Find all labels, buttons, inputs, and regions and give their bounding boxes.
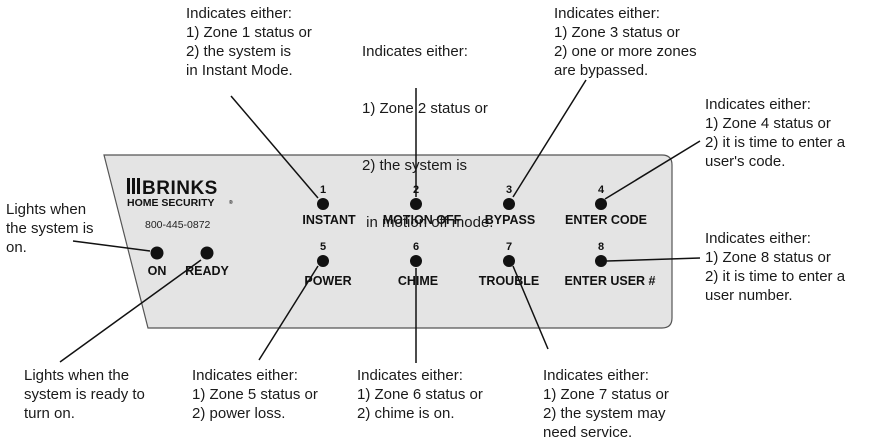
callout-zone-2: Indicates either: 1) Zone 2 status or 2)… xyxy=(362,43,494,231)
callout-zone-3: Indicates either: 1) Zone 3 status or 2)… xyxy=(554,5,697,79)
callout-zone-8: Indicates either: 1) Zone 8 status or 2)… xyxy=(705,230,846,304)
on-light xyxy=(150,246,164,260)
zone-3-number: 3 xyxy=(506,184,512,196)
zone-8-light xyxy=(595,255,607,267)
zone-8-number: 8 xyxy=(598,241,604,253)
callout-ready-light: Lights when the system is ready to turn … xyxy=(24,367,145,422)
zone-4-label: ENTER CODE xyxy=(565,213,647,227)
leader-zone-7 xyxy=(512,265,549,350)
leader-zone-4 xyxy=(604,140,701,200)
zone-3-label: BYPASS xyxy=(485,213,535,227)
zone-6-label: CHIME xyxy=(398,274,438,288)
leader-lines xyxy=(59,79,701,363)
zone-6-number: 6 xyxy=(413,241,419,253)
leader-zone-8 xyxy=(606,257,701,262)
zone-5-light xyxy=(317,255,329,267)
leader-zone-1 xyxy=(230,95,319,199)
callout-zone-7: Indicates either: 1) Zone 7 status or 2)… xyxy=(543,367,669,441)
support-phone: 800-445-0872 xyxy=(145,219,211,231)
zone-3-light xyxy=(503,198,515,210)
callout-zone-6: Indicates either: 1) Zone 6 status or 2)… xyxy=(357,367,483,422)
zone-5-number: 5 xyxy=(320,241,326,253)
keypad-panel xyxy=(103,154,673,329)
callout-zone-5: Indicates either: 1) Zone 5 status or 2)… xyxy=(192,367,318,422)
callout-zone-1: Indicates either: 1) Zone 1 status or 2)… xyxy=(186,5,312,79)
zone-8-label: ENTER USER # xyxy=(565,274,656,288)
zone-7-light xyxy=(503,255,515,267)
zone-2-light xyxy=(410,198,422,210)
zone-1-label: INSTANT xyxy=(302,213,356,227)
zone-2-label: MOTION OFF xyxy=(383,213,462,227)
svg-text:®: ® xyxy=(229,199,233,206)
brinks-logo: BRINKS HOME SECURITY ® xyxy=(127,178,233,209)
zone-4-number: 4 xyxy=(598,184,605,196)
zone-1-light xyxy=(317,198,329,210)
zone-6-light xyxy=(410,255,422,267)
brand-name: BRINKS xyxy=(142,178,218,199)
leader-zone-3 xyxy=(512,79,587,198)
ready-light-label: READY xyxy=(185,264,229,278)
leader-ready xyxy=(59,259,202,363)
zone-5-label: POWER xyxy=(304,274,351,288)
brand-subtitle: HOME SECURITY xyxy=(127,197,215,209)
zone-7-label: TROUBLE xyxy=(479,274,539,288)
callout-zone-4: Indicates either: 1) Zone 4 status or 2)… xyxy=(705,96,846,170)
on-light-label: ON xyxy=(148,264,167,278)
zone-1-number: 1 xyxy=(320,184,326,196)
leader-on xyxy=(72,240,151,252)
leader-zone-5 xyxy=(258,265,319,361)
zone-4-light xyxy=(595,198,607,210)
ready-light xyxy=(200,246,214,260)
callout-on-light: Lights when the system is on. xyxy=(6,201,94,256)
zone-7-number: 7 xyxy=(506,241,512,253)
